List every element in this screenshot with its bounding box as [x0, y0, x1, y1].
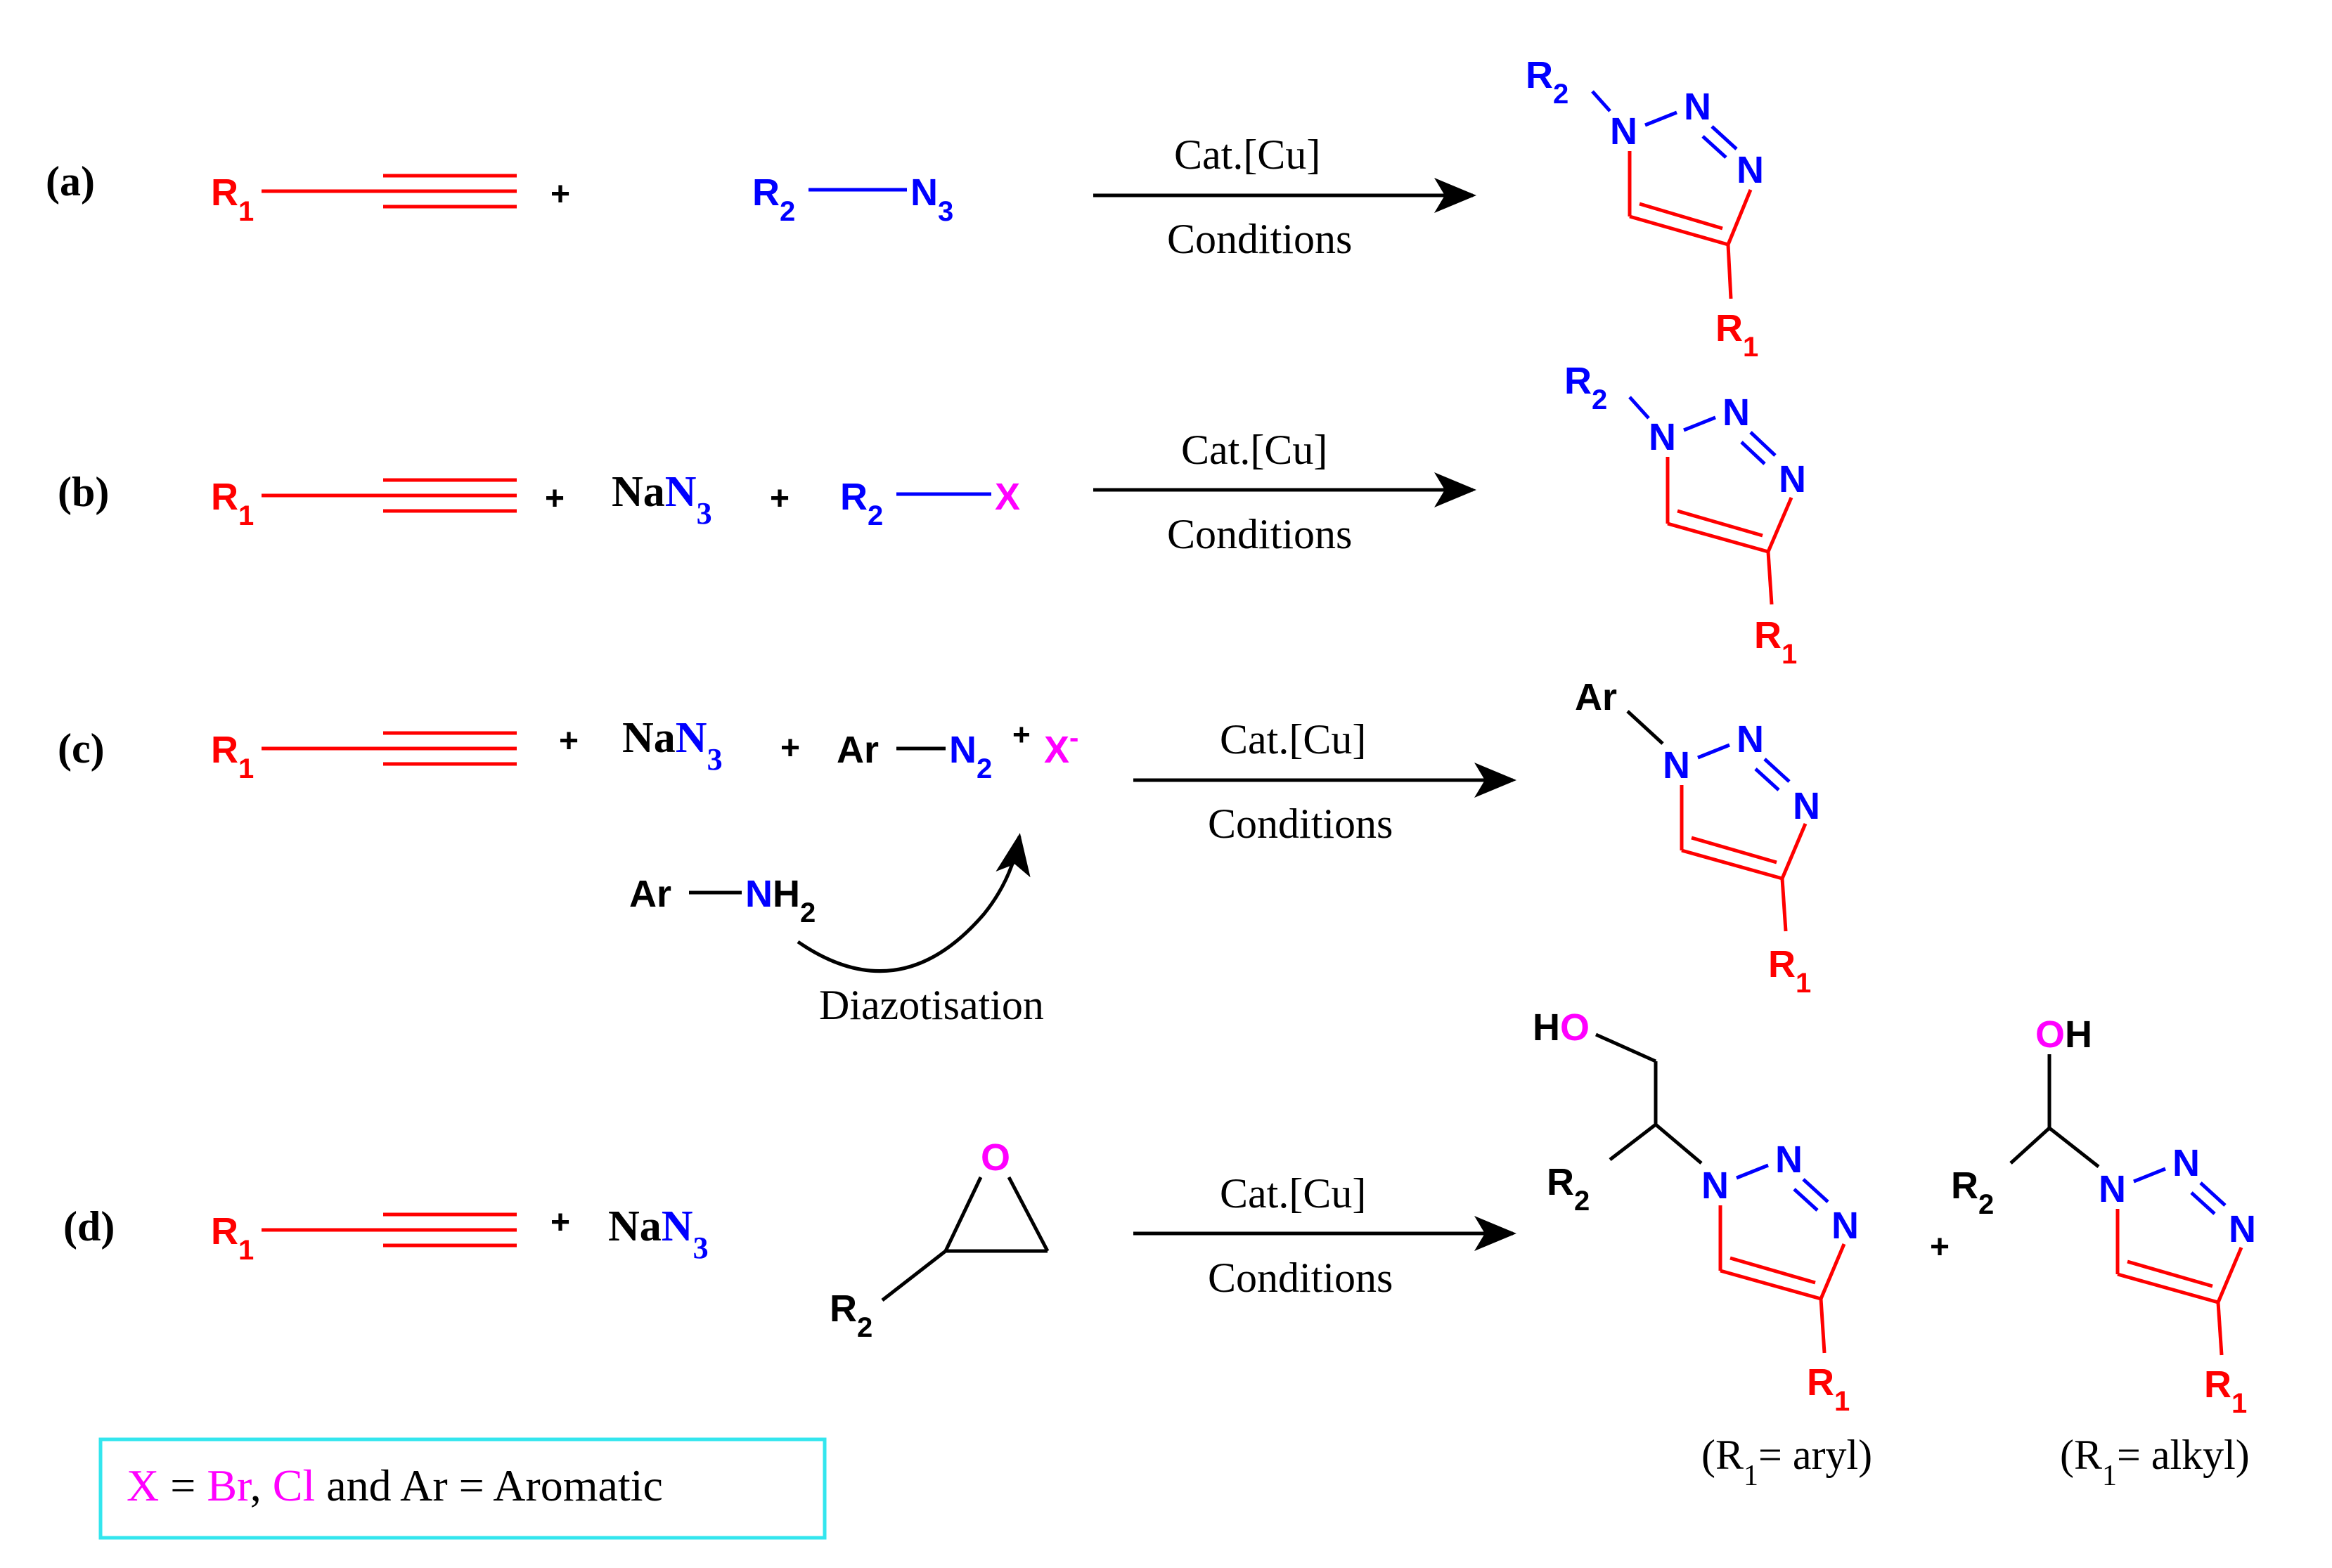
svg-text:HO: HO	[1533, 1006, 1590, 1049]
label-d: (d)	[63, 1203, 115, 1250]
svg-text:N: N	[1722, 391, 1750, 434]
svg-text:NH2: NH2	[745, 873, 816, 928]
alkyne-a: R1	[211, 171, 517, 227]
catalyst-c: Cat.[Cu]	[1220, 716, 1366, 763]
svg-text:N3: N3	[910, 171, 953, 227]
conditions-b: Conditions	[1167, 511, 1352, 557]
svg-text:OH: OH	[2035, 1013, 2092, 1056]
svg-text:X-: X-	[1044, 723, 1078, 771]
svg-text:R1: R1	[211, 1210, 254, 1266]
plus-b2: +	[770, 480, 790, 517]
triazole-product-b: R2 N N N R1	[1564, 360, 1806, 670]
organic-azide-a: R2 N3	[752, 171, 953, 227]
svg-text:N: N	[2172, 1142, 2200, 1184]
diazonium-salt-c: Ar N2 + X-	[837, 718, 1078, 784]
svg-text:R1: R1	[211, 171, 254, 227]
svg-text:R1: R1	[211, 476, 254, 531]
svg-text:N: N	[1610, 110, 1637, 153]
alkyne-d: R1	[211, 1210, 517, 1266]
triazole-product-a: R2 N N N R1	[1526, 54, 1764, 363]
catalyst-b: Cat.[Cu]	[1181, 427, 1327, 473]
conditions-c: Conditions	[1208, 801, 1393, 847]
note-alkyl: (R1= alkyl)	[2060, 1432, 2250, 1492]
svg-text:R1: R1	[1715, 307, 1758, 363]
svg-text:R2: R2	[830, 1288, 872, 1343]
triazole-product-d2: OH R2 N N N R1	[1951, 1013, 2256, 1419]
svg-text:Ar: Ar	[837, 729, 879, 771]
plus-d2: +	[1930, 1229, 1950, 1266]
alkyne-c: R1	[211, 729, 517, 784]
label-a: (a)	[46, 158, 95, 205]
conditions-a: Conditions	[1167, 216, 1352, 262]
plus-c2: +	[780, 730, 800, 767]
svg-text:R1: R1	[1754, 614, 1797, 670]
sodium-azide-b: NaN3	[612, 468, 712, 531]
svg-text:X = Br, Cl and Ar = Aromatic: X = Br, Cl and Ar = Aromatic	[127, 1460, 663, 1510]
svg-text:R1: R1	[2204, 1363, 2247, 1419]
catalyst-a: Cat.[Cu]	[1174, 131, 1320, 178]
svg-text:R1: R1	[1768, 943, 1811, 999]
diazotisation-arrow	[797, 833, 1031, 973]
svg-text:R2: R2	[1564, 360, 1607, 415]
svg-text:N: N	[1663, 744, 1690, 786]
conditions-d: Conditions	[1208, 1255, 1393, 1301]
svg-text:+: +	[1012, 718, 1031, 752]
svg-text:N: N	[2099, 1168, 2126, 1210]
svg-text:O: O	[981, 1136, 1010, 1179]
catalyst-d: Cat.[Cu]	[1220, 1170, 1366, 1217]
triazole-product-c: Ar N N N R1	[1575, 676, 1820, 999]
svg-text:Ar: Ar	[1575, 676, 1617, 718]
svg-text:R1: R1	[211, 729, 254, 784]
plus-a: +	[550, 176, 570, 213]
svg-text:R2: R2	[1951, 1165, 1994, 1220]
svg-text:R2: R2	[752, 171, 795, 227]
label-c: (c)	[58, 725, 105, 772]
plus-c1: +	[559, 723, 579, 760]
svg-text:N: N	[1775, 1139, 1803, 1181]
svg-text:R2: R2	[840, 476, 883, 531]
svg-text:N: N	[1779, 458, 1806, 500]
aryl-amine-c: Ar NH2	[629, 873, 816, 928]
diazotisation-label: Diazotisation	[819, 982, 1044, 1028]
svg-text:N: N	[2229, 1208, 2256, 1250]
alkyl-halide-b: R2 X	[840, 476, 1020, 531]
svg-text:R2: R2	[1547, 1161, 1590, 1217]
note-aryl: (R1= aryl)	[1701, 1432, 1872, 1492]
plus-d1: +	[550, 1204, 570, 1241]
triazole-product-d1: HO R2 N N N R1	[1533, 1006, 1859, 1417]
svg-text:R2: R2	[1526, 54, 1568, 110]
svg-text:N: N	[1831, 1205, 1859, 1247]
svg-text:N: N	[1649, 416, 1676, 458]
sodium-azide-d: NaN3	[608, 1203, 709, 1265]
sodium-azide-c: NaN3	[622, 714, 723, 777]
svg-text:N: N	[1793, 785, 1820, 827]
svg-text:N: N	[1737, 718, 1764, 760]
svg-text:N2: N2	[949, 729, 992, 784]
svg-text:N: N	[1737, 149, 1764, 191]
epoxide-d: O R2	[830, 1136, 1050, 1343]
svg-text:N: N	[1701, 1165, 1729, 1207]
svg-text:N: N	[1684, 86, 1711, 128]
svg-text:Ar: Ar	[629, 873, 671, 915]
svg-text:R1: R1	[1807, 1361, 1850, 1417]
plus-b1: +	[545, 480, 565, 517]
label-b: (b)	[58, 469, 109, 515]
svg-text:X: X	[995, 476, 1020, 518]
alkyne-b: R1	[211, 476, 517, 531]
legend-box: X = Br, Cl and Ar = Aromatic	[98, 1437, 827, 1540]
